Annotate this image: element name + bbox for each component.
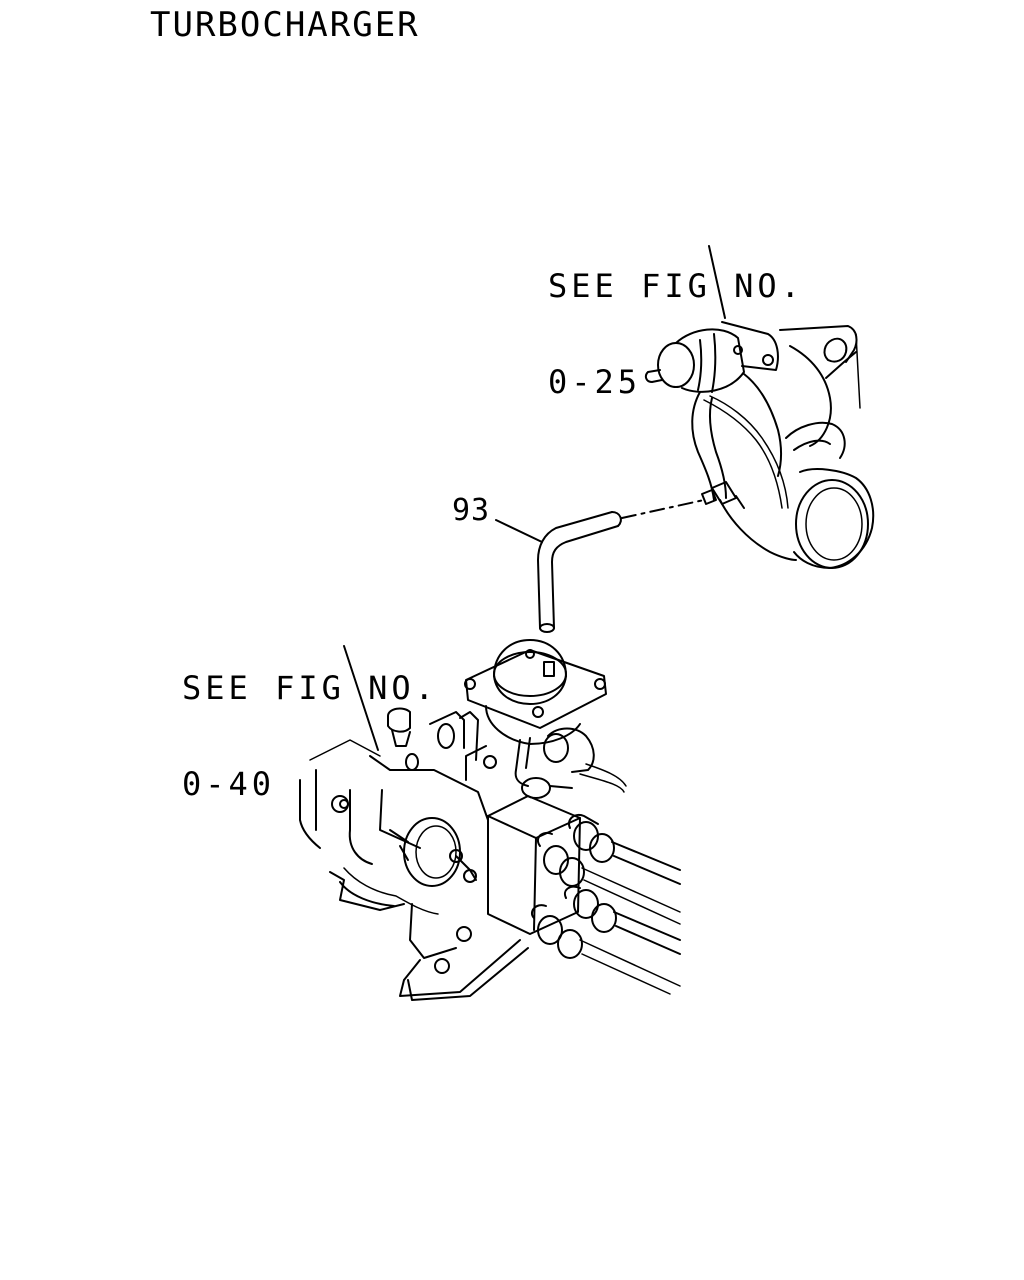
bolt-icon [733, 345, 743, 355]
wastegate-actuator [657, 342, 695, 388]
bolt-icon [456, 926, 472, 942]
see-fig-reference-turbocharger: SEE FIG NO. 0-25 [548, 206, 804, 430]
leader-line-injection-pump [343, 645, 379, 751]
hose-part-93 [537, 511, 622, 633]
leader-line-93 [495, 519, 543, 543]
see-fig-number: 0-40 [182, 765, 276, 803]
injection-pump-assembly [299, 639, 681, 1001]
boost-port-fitting [711, 481, 737, 505]
see-fig-reference-injection-pump: SEE FIG NO. 0-40 [182, 608, 438, 832]
bolt-icon [762, 354, 774, 366]
see-fig-number: 0-25 [548, 363, 642, 401]
leader-lines [343, 245, 726, 751]
callout-part-93: 93 [452, 493, 491, 528]
page-title: TURBOCHARGER [150, 5, 420, 45]
turbocharger-assembly [644, 321, 875, 569]
delivery-valve-group [530, 814, 681, 995]
see-fig-text: SEE FIG NO. [182, 669, 438, 707]
hydraulic-head [487, 795, 581, 935]
leader-line-turbocharger [708, 245, 726, 319]
connection-line [621, 499, 705, 519]
bolt-icon [434, 958, 450, 974]
see-fig-text: SEE FIG NO. [548, 267, 804, 305]
